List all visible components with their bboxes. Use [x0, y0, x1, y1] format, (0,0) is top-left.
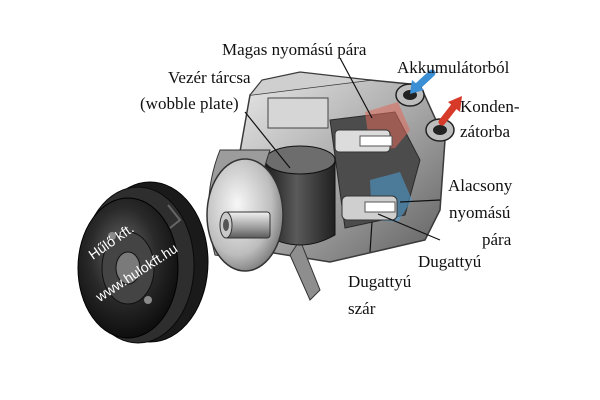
label-wobble-plate-english: (wobble plate)	[140, 94, 239, 113]
inlet-arrow	[410, 69, 436, 94]
drive-shaft	[219, 211, 271, 239]
label-low-pressure-line2: nyomású	[449, 203, 511, 222]
piston-upper	[334, 129, 393, 153]
leader-high-pressure	[339, 57, 373, 119]
label-piston-rod-line2: szár	[348, 299, 376, 318]
label-from-accumulator: Akkumulátorból	[397, 58, 510, 77]
label-piston-rod-line1: Dugattyú	[348, 272, 412, 291]
outlet-arrow	[438, 96, 462, 126]
leader-piston	[377, 213, 441, 241]
leader-piston-rod	[369, 221, 373, 253]
leader-lines	[244, 57, 441, 253]
label-low-pressure-line1: Alacsony	[448, 176, 513, 195]
leader-low-pressure	[399, 199, 441, 203]
clutch-pulley	[77, 181, 209, 344]
leader-wobble-plate	[244, 111, 291, 169]
piston-lower	[341, 195, 398, 221]
label-to-condenser-line2: zátorba	[460, 122, 511, 141]
label-to-condenser-line1: Konden-	[460, 97, 520, 116]
label-low-pressure-line3: pára	[482, 230, 512, 249]
label-high-pressure-vapor: Magas nyomású pára	[222, 40, 367, 59]
label-piston: Dugattyú	[418, 252, 482, 271]
label-wobble-plate: Vezér tárcsa	[168, 68, 251, 87]
